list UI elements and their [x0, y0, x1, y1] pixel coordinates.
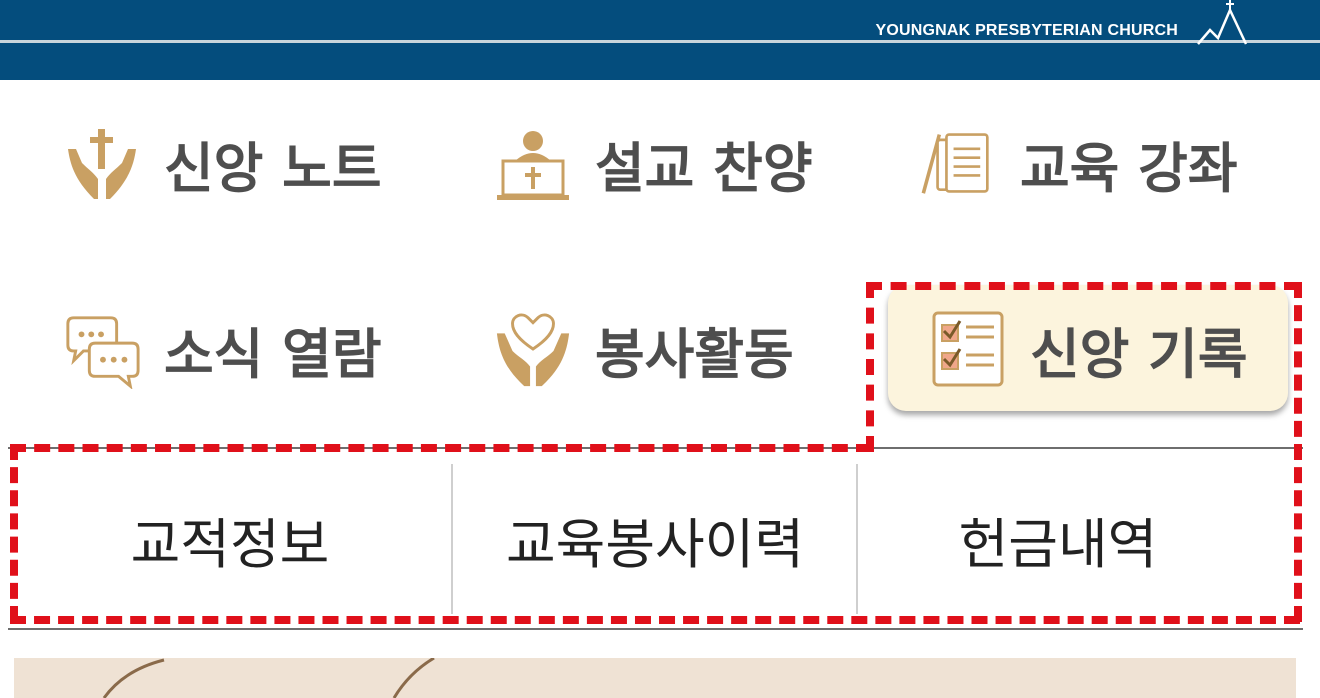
menu-faith-note[interactable]: 신앙 노트 [62, 108, 382, 218]
menu-volunteer[interactable]: 봉사활동 [493, 294, 794, 404]
subtab-label: 교육봉사이력 [505, 512, 805, 576]
menu-label: 신앙 기록 [1030, 322, 1248, 386]
menu-news[interactable]: 소식 열람 [62, 294, 382, 404]
banner-image [14, 658, 1296, 698]
subtab-education-service-history[interactable]: 교육봉사이력 [453, 464, 857, 614]
subtab-bottom-divider [8, 628, 1303, 630]
highlight-outline-top [866, 282, 1300, 290]
pulpit-cross-icon [493, 123, 573, 203]
highlight-outline-left [10, 444, 18, 622]
menu-faith-record[interactable]: 신앙 기록 [928, 294, 1248, 404]
menu-sermon-hymn[interactable]: 설교 찬양 [493, 108, 813, 218]
church-logo-text: YOUNGNAK PRESBYTERIAN CHURCH [871, 22, 1182, 40]
menu-label: 설교 찬양 [595, 136, 813, 200]
checklist-icon [928, 309, 1008, 389]
documents-pencil-icon [918, 123, 998, 203]
subtab-divider [856, 464, 858, 614]
menu-label: 소식 열람 [164, 322, 382, 386]
subtab-label: 교적정보 [130, 512, 330, 576]
subtab-membership-info[interactable]: 교적정보 [8, 464, 452, 614]
menu-label: 봉사활동 [595, 322, 794, 386]
menu-label: 교육 강좌 [1020, 136, 1238, 200]
header-divider-line [0, 40, 1320, 43]
menu-label: 신앙 노트 [164, 136, 382, 200]
hands-heart-icon [493, 309, 573, 389]
highlight-outline-right [1294, 282, 1302, 622]
highlight-outline-inner-left [866, 282, 874, 452]
subtab-divider [451, 464, 453, 614]
app-header: YOUNGNAK PRESBYTERIAN CHURCH [0, 0, 1320, 80]
praying-hands-cross-icon [62, 123, 142, 203]
subtab-label: 헌금내역 [958, 512, 1158, 576]
chat-bubbles-icon [62, 309, 142, 389]
church-spire-icon [1197, 0, 1248, 45]
subtab-offering-history[interactable]: 헌금내역 [858, 464, 1258, 614]
highlight-outline-bottom [10, 616, 1300, 624]
highlight-outline-middle [10, 444, 872, 452]
menu-education[interactable]: 교육 강좌 [918, 108, 1238, 218]
